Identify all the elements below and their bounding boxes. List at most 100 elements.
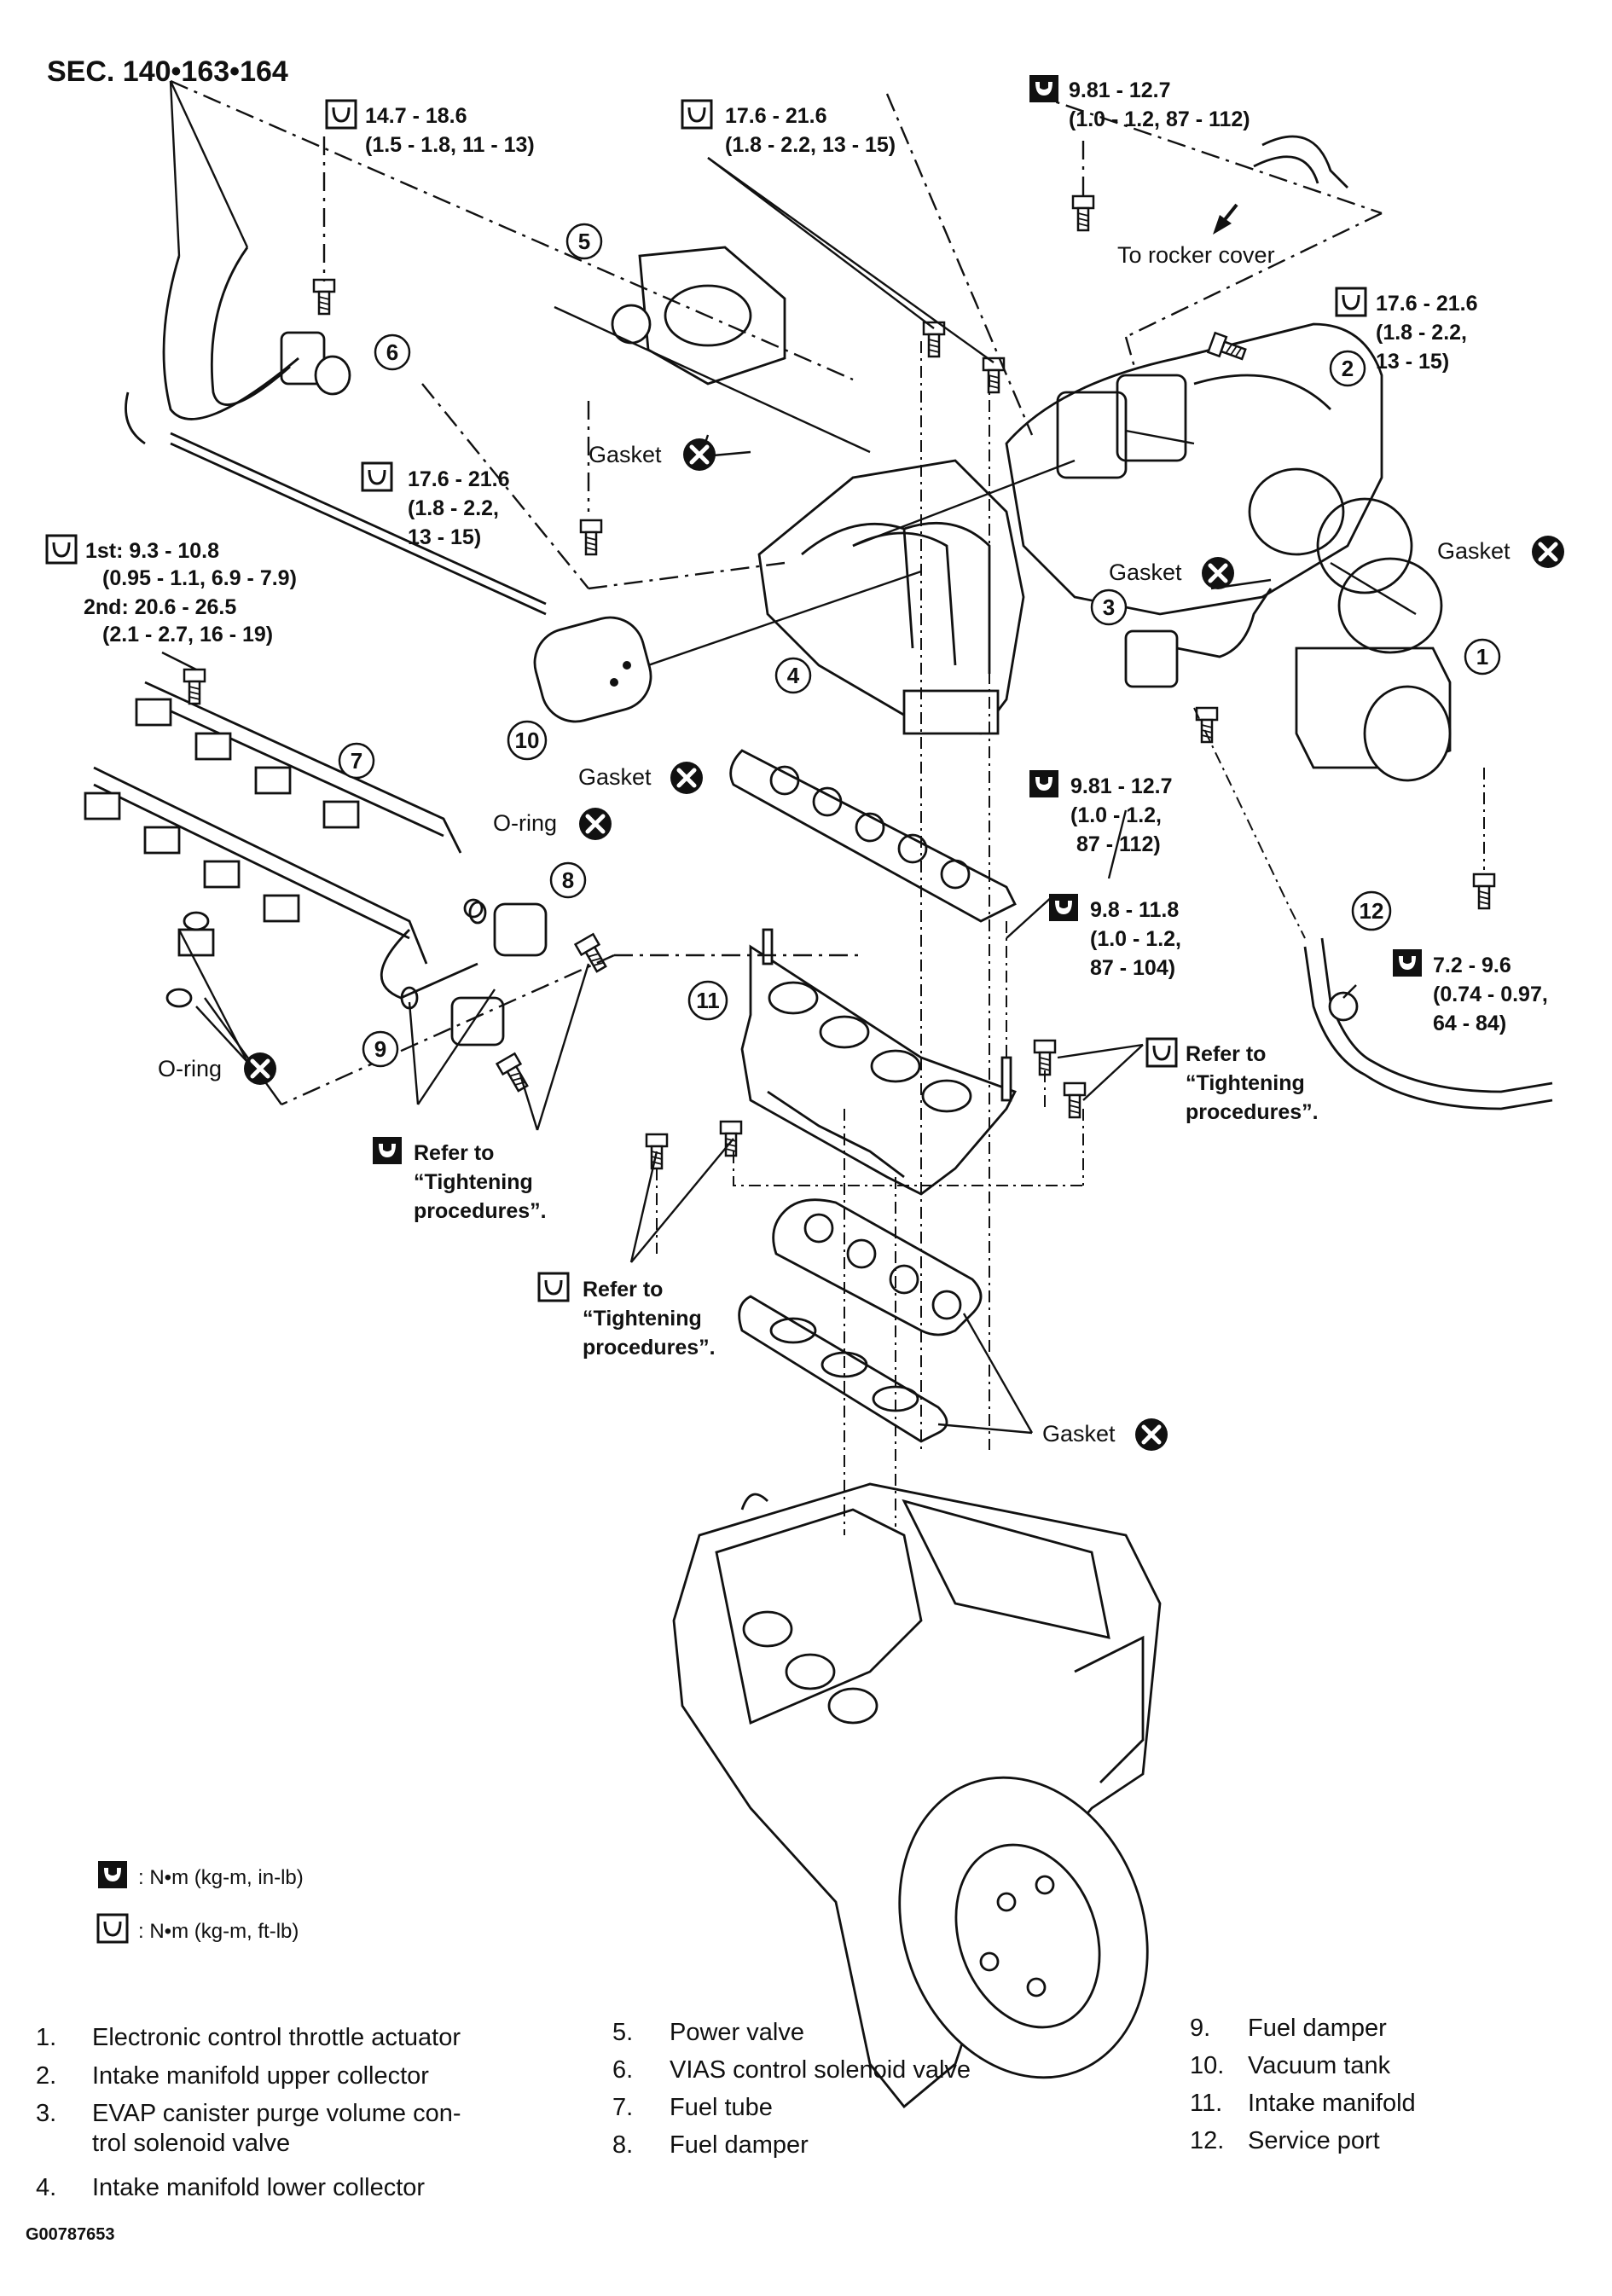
svg-text:Gasket: Gasket (1437, 538, 1511, 564)
parts-list-item-11: 11. Intake manifold (1190, 2090, 1416, 2117)
svg-text:17.6 - 21.6: 17.6 - 21.6 (725, 104, 827, 128)
bolt-evap (1195, 706, 1219, 744)
bolt-damper-8 (574, 933, 612, 976)
torque-label-service-port: 7.2 - 9.6 (0.74 - 0.97, 64 - 84) (1393, 949, 1548, 1035)
svg-text:10.: 10. (1190, 2052, 1224, 2079)
wrench-icon (1145, 1037, 1178, 1068)
svg-text:(1.8 - 2.2, 13 - 15): (1.8 - 2.2, 13 - 15) (725, 133, 896, 157)
svg-text:(1.8 - 2.2,: (1.8 - 2.2, (1376, 321, 1467, 345)
svg-text:(0.95 - 1.1, 6.9 - 7.9): (0.95 - 1.1, 6.9 - 7.9) (102, 566, 297, 590)
svg-text:17.6 - 21.6: 17.6 - 21.6 (1376, 292, 1478, 316)
svg-text:Refer to: Refer to (414, 1141, 494, 1165)
svg-text:Intake manifold: Intake manifold (1248, 2090, 1416, 2117)
wrench-open-icon (96, 1913, 129, 1944)
svg-text:2nd: 20.6 - 26.5: 2nd: 20.6 - 26.5 (84, 595, 236, 619)
callout-5: 5 (565, 223, 603, 260)
parts-list-item-3: 3. EVAP canister purge volume con- trol … (36, 2100, 461, 2157)
svg-text:procedures”.: procedures”. (1186, 1100, 1319, 1124)
torque-label-manifold: 9.8 - 11.8 (1.0 - 1.2, 87 - 104) (1049, 894, 1181, 980)
svg-text:Fuel damper: Fuel damper (1248, 2015, 1387, 2042)
gasket-label-collector: Gasket (589, 438, 716, 471)
svg-text:Intake manifold upper collecto: Intake manifold upper collector (92, 2062, 429, 2090)
evap-solenoid-3 (1124, 588, 1273, 688)
callout-8: 8 (549, 861, 587, 899)
svg-text:3: 3 (1103, 594, 1115, 620)
fuel-damper-8 (463, 898, 548, 957)
svg-text:“Tightening: “Tightening (583, 1307, 702, 1331)
svg-text:13 - 15): 13 - 15) (1376, 350, 1449, 374)
parts-list-item-5: 5. Power valve (612, 2019, 804, 2046)
wrench-icon (1335, 287, 1367, 317)
gasket-label-head: Gasket (1042, 1418, 1168, 1451)
svg-text:EVAP canister purge volume con: EVAP canister purge volume con- (92, 2100, 461, 2127)
gasket-label-lower-collector: Gasket (578, 762, 703, 794)
svg-text:9.81 - 12.7: 9.81 - 12.7 (1069, 78, 1171, 102)
svg-text:8: 8 (562, 867, 574, 893)
service-port-hose-12 (1303, 937, 1553, 1110)
engine-block (672, 1482, 1162, 2108)
wrench-icon (361, 461, 393, 492)
wrench-icon (681, 99, 713, 130)
lower-collector-gasket (729, 749, 1017, 923)
svg-text:“Tightening: “Tightening (414, 1170, 533, 1194)
replace-x-icon (1532, 536, 1564, 568)
callout-6: 6 (374, 333, 411, 371)
bolt-manifold-b (1063, 1081, 1087, 1119)
parts-list-item-12: 12. Service port (1190, 2127, 1380, 2154)
bolt-manifold-a (1033, 1039, 1057, 1076)
svg-text:9.81 - 12.7: 9.81 - 12.7 (1070, 774, 1173, 798)
svg-text:4: 4 (787, 663, 800, 688)
replace-x-icon (579, 808, 612, 840)
legend-ft-lb: : N•m (kg-m, ft-lb) (96, 1913, 299, 1944)
parts-list-item-8: 8. Fuel damper (612, 2131, 809, 2159)
vacuum-tank-10 (170, 432, 652, 723)
svg-text:Refer to: Refer to (1186, 1042, 1266, 1066)
wrench-icon (537, 1272, 570, 1302)
wrench-icon (45, 534, 78, 565)
refer-tightening-manifold-right: Refer to “Tightening procedures”. (1145, 1037, 1319, 1124)
wrench-icon (1049, 894, 1078, 921)
fuel-damper-9 (450, 996, 505, 1047)
svg-text:: N•m (kg-m, ft-lb): : N•m (kg-m, ft-lb) (138, 1920, 299, 1943)
lower-gaskets (738, 1198, 983, 1443)
parts-list-item-1: 1. Electronic control throttle actuator (36, 2024, 461, 2051)
svg-text:87 - 112): 87 - 112) (1076, 832, 1161, 856)
svg-text:7.: 7. (612, 2094, 633, 2121)
svg-text:8.: 8. (612, 2131, 633, 2159)
svg-text:VIAS control solenoid valve: VIAS control solenoid valve (670, 2056, 971, 2084)
svg-text:11: 11 (696, 988, 720, 1013)
svg-text:procedures”.: procedures”. (414, 1199, 547, 1223)
callout-11: 11 (687, 980, 728, 1021)
svg-text:9: 9 (374, 1036, 386, 1062)
torque-label-upper-collector: 17.6 - 21.6 (1.8 - 2.2, 13 - 15) (1335, 287, 1478, 374)
wrench-icon (1029, 770, 1058, 797)
svg-text:“Tightening: “Tightening (1186, 1071, 1305, 1095)
callout-10: 10 (507, 720, 548, 761)
svg-text:4.: 4. (36, 2174, 56, 2201)
svg-text:10: 10 (515, 728, 540, 753)
svg-text:(1.0 - 1.2,: (1.0 - 1.2, (1090, 927, 1181, 951)
svg-text:O-ring: O-ring (158, 1056, 222, 1081)
svg-text:87 - 104): 87 - 104) (1090, 956, 1175, 980)
svg-text:Fuel damper: Fuel damper (670, 2131, 809, 2159)
bolt-throttle (1472, 873, 1496, 910)
svg-text:(1.8 - 2.2,: (1.8 - 2.2, (408, 496, 499, 520)
svg-text:Power valve: Power valve (670, 2019, 804, 2046)
svg-text:12: 12 (1360, 898, 1384, 924)
callout-1: 1 (1464, 638, 1501, 675)
svg-text:6: 6 (386, 339, 398, 365)
svg-text:1: 1 (1476, 644, 1488, 670)
svg-text:1st: 9.3 - 10.8: 1st: 9.3 - 10.8 (85, 539, 219, 563)
o-rings (165, 901, 487, 1010)
parts-list-item-4: 4. Intake manifold lower collector (36, 2174, 425, 2201)
bolt-vias (312, 278, 336, 316)
replace-x-icon (683, 438, 716, 471)
svg-text:2.: 2. (36, 2062, 56, 2090)
gasket-label-throttle: Gasket (1437, 536, 1564, 568)
wrench-filled-icon (98, 1861, 127, 1888)
callout-9: 9 (362, 1030, 399, 1068)
svg-text:12.: 12. (1190, 2127, 1224, 2154)
svg-text:O-ring: O-ring (493, 810, 557, 836)
bolt-top (1071, 194, 1095, 232)
replace-x-icon (1202, 557, 1234, 589)
